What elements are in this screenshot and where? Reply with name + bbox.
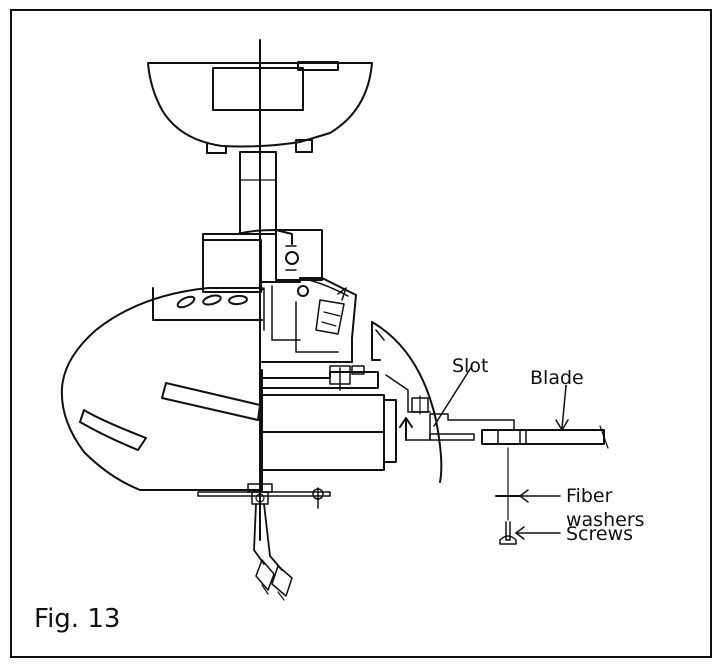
- canopy: [147, 61, 373, 154]
- shroud: [371, 321, 443, 483]
- figure-label: Fig. 13: [34, 604, 121, 634]
- motor-housing: [60, 287, 265, 491]
- switch-housing: [197, 483, 331, 601]
- motor-cross-section: [261, 277, 431, 471]
- blade: [429, 385, 609, 449]
- figure-frame: [10, 9, 712, 658]
- slot-arrow: [399, 365, 515, 441]
- label-slot: Slot: [452, 355, 488, 377]
- label-screws: Screws: [566, 523, 633, 545]
- label-fiber-line1: Fiber: [566, 485, 613, 507]
- downrod: [239, 39, 277, 541]
- label-blade: Blade: [530, 367, 584, 389]
- label-fiber-line2: washers: [566, 509, 645, 531]
- fiber-washer-and-screw: [495, 447, 561, 545]
